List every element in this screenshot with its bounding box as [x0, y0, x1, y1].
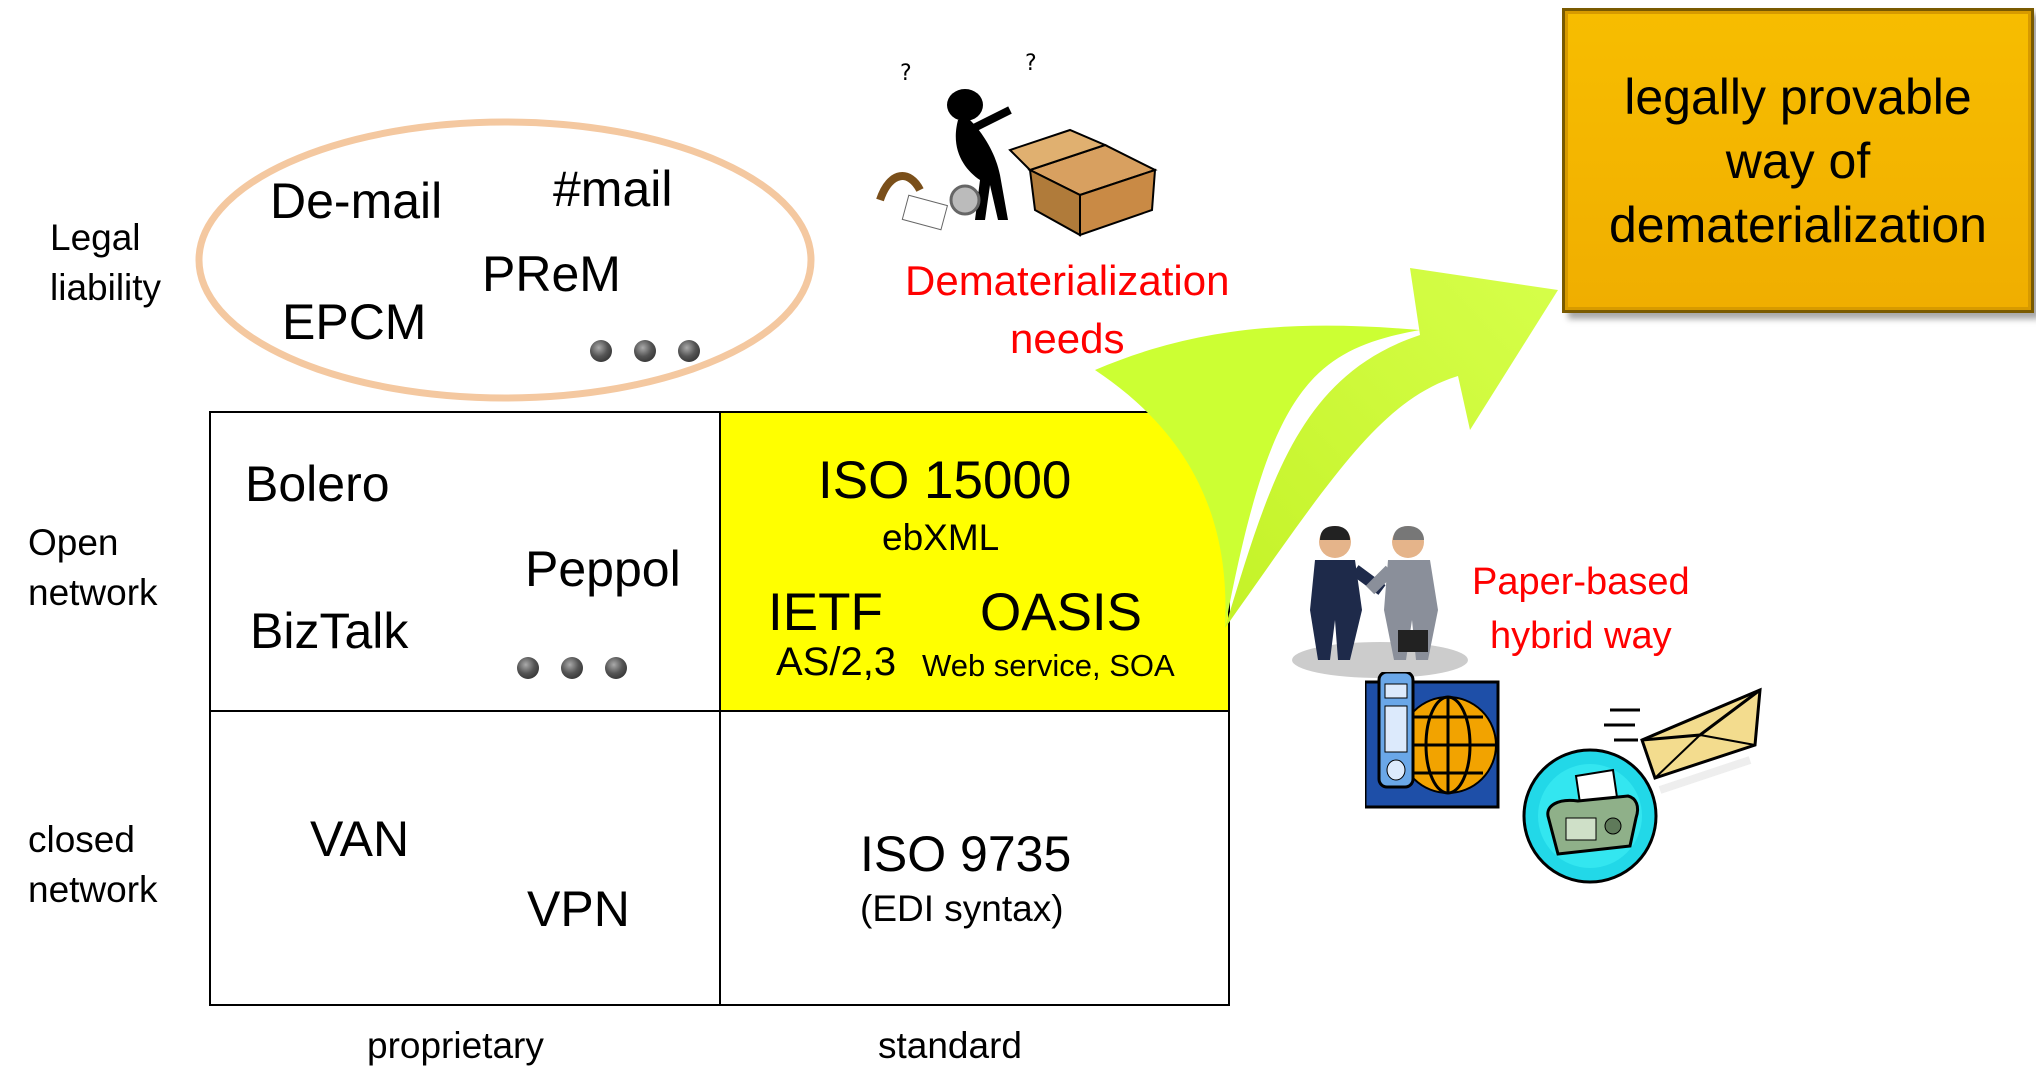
row-label-closed-network: closed network [28, 819, 158, 910]
dematerialization-needs-label: Dematerialization needs [905, 257, 1230, 362]
closed-item-van: VAN [310, 811, 410, 867]
svg-text:?: ? [900, 61, 912, 86]
row-label-legal-liability: Legal liability [50, 217, 162, 308]
open-std-iso15000: ISO 15000 [818, 451, 1072, 510]
open-more-dots [517, 657, 627, 679]
legal-item-hashmail: #mail [553, 161, 673, 217]
open-item-bolero: Bolero [245, 456, 390, 512]
envelope-icon [1604, 687, 1762, 794]
closed-std-edi: (EDI syntax) [860, 888, 1064, 929]
cell-open-standard [719, 411, 1230, 712]
fax-machine-icon [1522, 748, 1658, 884]
legal-item-epcm: EPCM [282, 294, 427, 350]
legal-liability-oval [195, 118, 815, 402]
legal-item-demail: De-mail [270, 173, 443, 229]
open-std-ebxml: ebXML [882, 517, 1000, 558]
row-label-open-network: Open network [28, 522, 158, 613]
handshake-icon [1292, 526, 1468, 678]
open-std-as23: AS/2,3 [776, 640, 897, 684]
open-item-biztalk: BizTalk [250, 603, 409, 659]
phone-globe-icon [1365, 672, 1500, 809]
closed-item-vpn: VPN [527, 881, 630, 937]
cell-closed-standard [719, 710, 1230, 1006]
legal-more-dots [590, 340, 700, 362]
svg-text:?: ? [1025, 51, 1037, 76]
open-item-peppol: Peppol [525, 541, 681, 597]
closed-std-iso9735: ISO 9735 [860, 826, 1072, 882]
goal-box: legally provable way of dematerializatio… [1562, 8, 2034, 313]
goal-box-text: legally provable way of dematerializatio… [1609, 68, 1987, 253]
paper-based-label: Paper-based hybrid way [1472, 561, 1690, 657]
cell-closed-proprietary [209, 710, 721, 1006]
col-label-standard: standard [878, 1025, 1022, 1066]
legal-item-prem: PReM [482, 246, 621, 302]
progress-arrow [1095, 268, 1558, 628]
open-std-oasis: OASIS [980, 583, 1143, 642]
open-std-ietf: IETF [768, 583, 883, 642]
col-label-proprietary: proprietary [367, 1025, 544, 1066]
confused-person-box-icon: ? ? [876, 51, 1158, 237]
open-std-webservice: Web service, SOA [922, 648, 1175, 683]
